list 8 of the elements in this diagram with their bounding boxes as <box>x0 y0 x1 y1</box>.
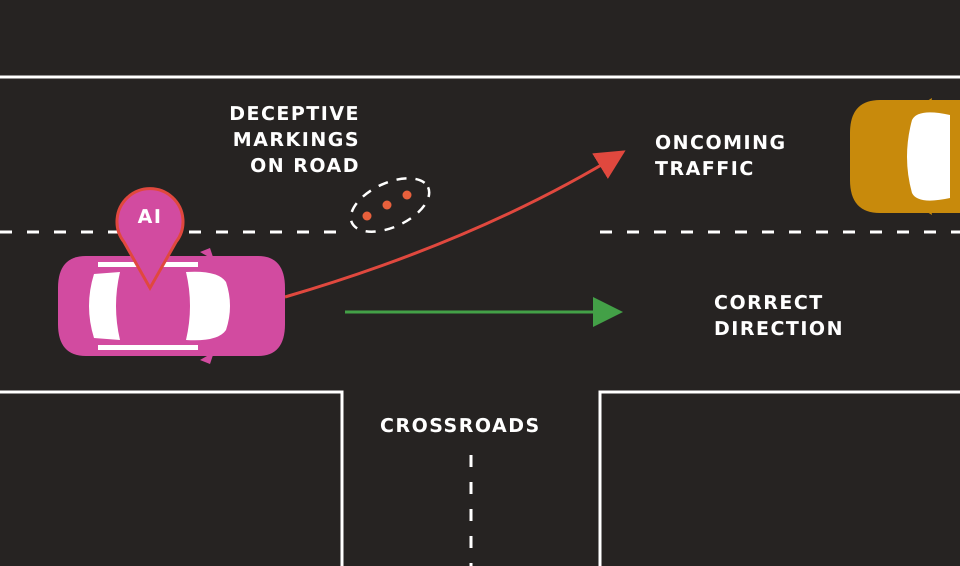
arrow <box>345 297 623 327</box>
road-label: CROSSROADS <box>380 414 542 439</box>
road-label: ONCOMING TRAFFIC <box>625 130 795 184</box>
road-label: DECEPTIVE MARKINGS ON ROAD <box>228 102 360 179</box>
car-drawing <box>58 248 288 364</box>
arrow <box>284 150 626 298</box>
road-label: CORRECT DIRECTION <box>622 290 862 344</box>
pin-label: AI <box>136 205 164 230</box>
